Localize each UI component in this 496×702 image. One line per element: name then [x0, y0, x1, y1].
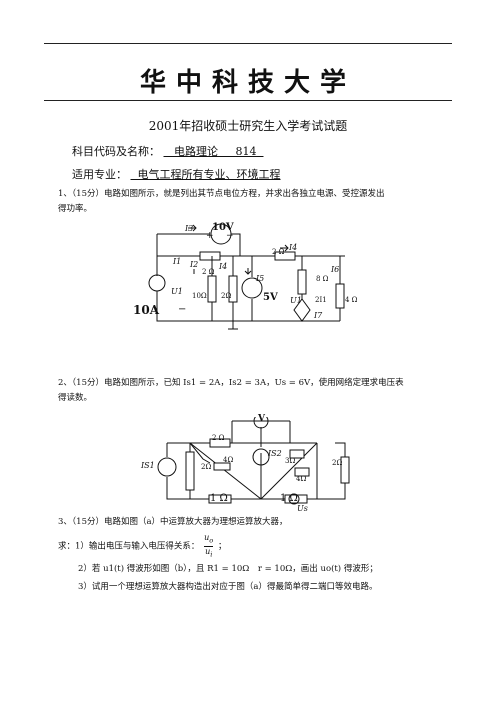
major-line: 适用专业： 电气工程所有专业、环境工程: [72, 166, 281, 182]
label-r2b: 2Ω: [221, 292, 232, 300]
label-i3: I3: [185, 224, 194, 233]
label-is1: IS1: [141, 461, 155, 470]
q2-text: 2、（15分）电路如图所示，已知 Is1 = 2A，Is2 = 3A，Us = …: [58, 378, 404, 403]
major-value: 电气工程所有专业、环境工程: [137, 168, 281, 181]
q1-text: 1、（15分）电路如图所示，就是列出其节点电位方程，并求出各独立电源、受控源发出…: [58, 189, 385, 214]
label-plus-top: +: [206, 231, 214, 241]
label-i1: I1: [173, 257, 182, 266]
university-name: 华中科技大学: [139, 68, 356, 98]
label-i7: I7: [314, 311, 323, 320]
label-r2c: 2 Ω: [272, 248, 285, 256]
q3-line-4: 3）试用一个理想运算放大器构造出对应于图（a）得最简单得二端口等效电路。: [78, 582, 378, 592]
label-r10: 10Ω: [192, 292, 207, 300]
label-is2: IS2: [268, 449, 282, 458]
label-u1-right: U1: [290, 296, 302, 305]
label-minus-bottom: −: [178, 304, 187, 315]
label-minus-top: −: [226, 231, 234, 241]
label-5v: 5V: [263, 292, 278, 303]
label-r2-right: 2Ω: [332, 459, 343, 467]
label-r2a: 2 Ω: [202, 268, 215, 276]
label-2i1: 2I1: [315, 296, 327, 304]
label-voltmeter: V: [258, 414, 265, 424]
label-r8: 8 Ω: [316, 275, 329, 283]
subject-code: 814: [235, 145, 257, 158]
q2-circuit-diagram: [157, 417, 350, 505]
label-us: Us: [297, 504, 308, 513]
header-rule-bottom: [44, 100, 452, 101]
exam-title: 2001年招收硕士研究生入学考试试题: [148, 119, 348, 133]
label-i4-right: I4: [289, 243, 298, 252]
q1-circuit-diagram: [148, 223, 345, 330]
q3-line-3: 2）若 u1(t) 得波形如图（b），且 R1 = 10Ω r = 10Ω，画出…: [78, 564, 378, 574]
label-i4-left: I4: [219, 262, 228, 271]
label-r1-left: 1 Ω: [210, 493, 228, 504]
label-r3: 3Ω: [285, 457, 296, 465]
major-label: 适用专业：: [72, 168, 127, 181]
q3-line-1: 3、（15分）电路如图（a）中运算放大器为理想运算放大器，: [58, 517, 288, 527]
label-r1-right: 1 Ω: [280, 493, 298, 504]
label-i6: I6: [331, 265, 340, 274]
label-i5: I5: [256, 274, 265, 283]
label-r4: 4 Ω: [345, 296, 358, 304]
label-10v: 10V: [212, 222, 234, 233]
header-rule-top: [44, 43, 452, 44]
subject-line: 科目代码及名称： 电路理论 814: [72, 143, 263, 159]
label-r4-diag: 4Ω: [223, 456, 234, 464]
label-r2-top: 2 Ω: [212, 434, 225, 442]
q3-fraction: uo ui: [204, 533, 214, 559]
label-r4-bottom: 4Ω: [296, 475, 307, 483]
subject-label: 科目代码及名称：: [72, 145, 160, 158]
subject-name: 电路理论: [174, 145, 218, 158]
subject-value: 电路理论 814: [164, 145, 264, 158]
label-u1: U1: [171, 287, 183, 296]
label-10a: 10A: [133, 303, 160, 317]
label-i2: I2: [190, 260, 199, 269]
label-r2-left: 2Ω: [201, 463, 212, 471]
q3-line-2: 求：1）输出电压与输入电压得关系： uo ui ；: [58, 533, 227, 559]
